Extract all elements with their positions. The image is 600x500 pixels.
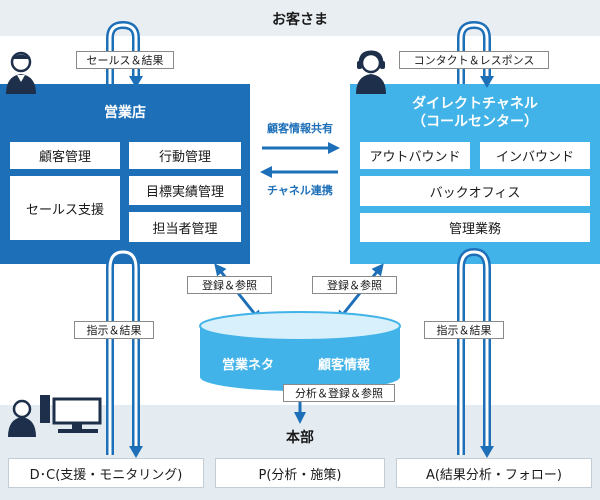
tag-contact-response: コンタクト＆レスポンス — [399, 51, 549, 69]
tag-db-register-left: 登録＆参照 — [187, 276, 272, 294]
tag-db-analysis: 分析＆登録＆参照 — [283, 384, 395, 402]
loop-arrow-sales-hq — [106, 247, 143, 458]
sales-item-staff-management: 担当者管理 — [129, 212, 241, 242]
sales-item-target-management: 目標実績管理 — [129, 176, 241, 205]
label-channel-link: チャネル連携 — [267, 184, 333, 197]
database-cylinder — [199, 311, 401, 391]
db-label-customer-info: 顧客情報 — [318, 358, 371, 373]
salesperson-icon — [6, 51, 36, 94]
sales-item-sales-support: セールス支援 — [10, 176, 120, 240]
direct-item-inbound: インバウンド — [480, 142, 590, 169]
direct-channel-title-line2: （コールセンター） — [412, 114, 538, 130]
tag-sales-result: セールス＆結果 — [76, 51, 174, 69]
tag-db-register-right: 登録＆参照 — [312, 276, 397, 294]
hq-item-p: P(分析・施策) — [215, 458, 385, 488]
loop-arrow-sales-customer — [106, 20, 143, 88]
loop-arrow-direct-hq — [457, 247, 494, 458]
tag-instruction-left: 指示＆結果 — [74, 321, 154, 339]
customer-band — [0, 0, 600, 36]
direct-item-outbound: アウトバウンド — [360, 142, 470, 169]
sales-branch-title: 営業店 — [104, 105, 146, 121]
db-label-sales-leads: 営業ネタ — [222, 358, 275, 373]
direct-item-back-office: バックオフィス — [360, 176, 590, 206]
customer-title: お客さま — [272, 12, 328, 28]
sales-item-activity-management: 行動管理 — [129, 142, 241, 169]
loop-arrow-direct-customer — [457, 20, 494, 88]
sales-item-customer-management: 顧客管理 — [10, 142, 120, 169]
direct-item-admin: 管理業務 — [360, 213, 590, 242]
hq-staff-computer-icon — [8, 395, 102, 437]
hq-item-a: A(結果分析・フォロー) — [396, 458, 592, 488]
label-customer-info-share: 顧客情報共有 — [267, 122, 333, 135]
operator-headset-icon — [356, 50, 386, 94]
hq-item-dc: D･C(支援・モニタリング) — [8, 458, 204, 488]
hq-title: 本部 — [286, 430, 314, 446]
direct-channel-title-line1: ダイレクトチャネル — [412, 96, 538, 112]
tag-instruction-right: 指示＆結果 — [424, 321, 504, 339]
